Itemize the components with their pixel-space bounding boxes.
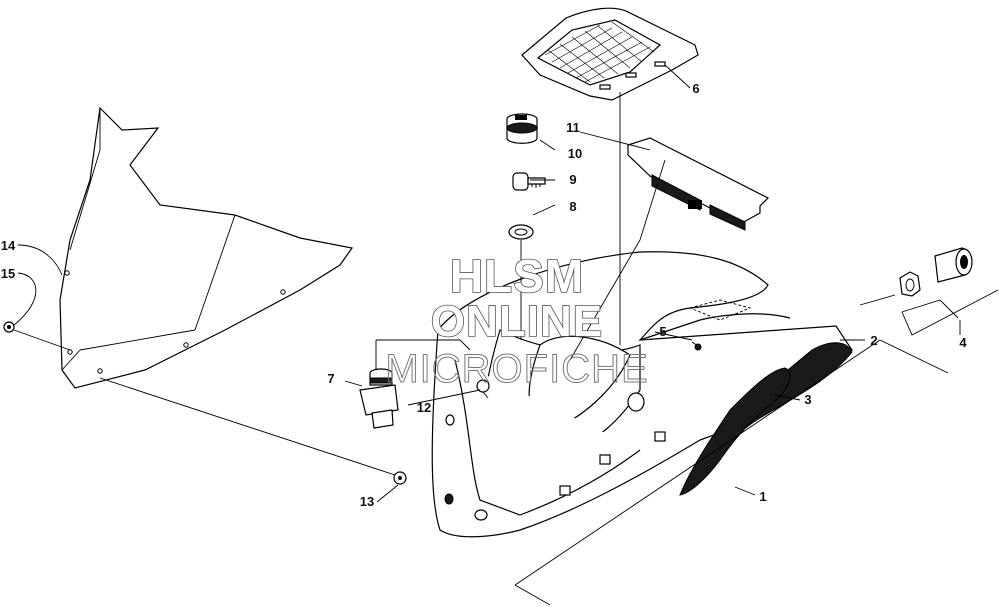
hood-part [431, 251, 853, 538]
tiny-screw-part [691, 341, 702, 351]
watermark-line-2: ONLINE [431, 297, 603, 346]
callout-6: 6 [692, 81, 699, 96]
callout-4: 4 [959, 335, 967, 350]
callout-11: 11 [566, 120, 580, 135]
callout-10: 10 [568, 146, 582, 161]
clip-part [393, 471, 407, 485]
leader-lines [13, 64, 999, 606]
screw-part [3, 321, 15, 333]
key-part [512, 172, 546, 191]
windshield-part [59, 106, 354, 389]
decal-part [679, 367, 791, 496]
callout-13: 13 [360, 494, 374, 509]
callout-3: 3 [804, 392, 811, 407]
plug-part [359, 368, 399, 429]
watermark-line-1: HLSM [450, 250, 584, 302]
callout-5: 5 [659, 324, 666, 339]
callout-7: 7 [327, 371, 334, 386]
callout-9: 9 [569, 172, 576, 187]
callout-labels: 1 2 3 4 5 6 7 8 9 10 11 12 13 14 15 [1, 81, 968, 509]
callout-12: 12 [417, 400, 431, 415]
module-part [627, 137, 770, 231]
power-outlet-part [899, 247, 973, 297]
ignition-cap-part [506, 113, 538, 144]
nut-part [508, 224, 534, 240]
small-screw-part [476, 379, 490, 399]
watermark: HLSM ONLINE MICROFICHE [385, 249, 648, 391]
callout-15: 15 [1, 266, 15, 281]
callout-1: 1 [759, 489, 766, 504]
storage-net-part [521, 7, 699, 101]
watermark-line-3: MICROFICHE [385, 347, 648, 391]
callout-14: 14 [1, 238, 16, 253]
callout-8: 8 [569, 199, 576, 214]
callout-2: 2 [870, 333, 877, 348]
